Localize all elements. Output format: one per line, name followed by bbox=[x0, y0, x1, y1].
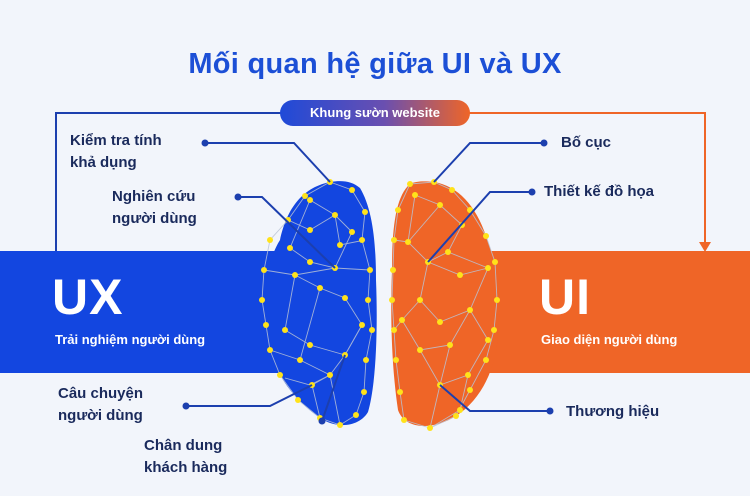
leader-persona bbox=[321, 354, 346, 422]
ux-subtitle: Trải nghiệm người dùng bbox=[55, 332, 206, 347]
label-persona-line2: khách hàng bbox=[144, 459, 228, 476]
ui-band bbox=[470, 251, 750, 373]
leader-lines-right bbox=[427, 142, 550, 412]
label-user-story: Câu chuyện người dùng bbox=[58, 383, 143, 427]
frame-lines bbox=[55, 112, 711, 252]
ux-heading: UX bbox=[52, 269, 124, 325]
label-user-story-line2: người dùng bbox=[58, 407, 143, 424]
label-user-research: Nghiên cứu người dùng bbox=[112, 186, 197, 230]
leader-brand bbox=[439, 384, 550, 412]
label-layout: Bố cục bbox=[561, 134, 612, 151]
page-title: Mối quan hệ giữa UI và UX bbox=[188, 48, 562, 80]
ux-band bbox=[0, 251, 282, 373]
ui-subtitle: Giao diện người dùng bbox=[541, 332, 678, 347]
leader-graphic bbox=[427, 191, 532, 263]
leader-test bbox=[205, 142, 331, 183]
ui-heading: UI bbox=[539, 269, 591, 325]
leader-dots-left bbox=[182, 139, 326, 425]
leader-layout bbox=[433, 142, 544, 183]
label-graphic-design: Thiết kế đồ họa bbox=[544, 183, 655, 200]
brain-left-hemisphere bbox=[265, 181, 377, 426]
frame-line-left bbox=[55, 112, 282, 251]
leader-research bbox=[238, 196, 336, 269]
frame-arrow-head bbox=[699, 242, 711, 252]
frame-line-right bbox=[468, 112, 706, 244]
website-frame-pill: Khung sườn website bbox=[280, 100, 470, 126]
label-persona: Chân dung khách hàng bbox=[144, 435, 227, 479]
label-user-research-line1: Nghiên cứu bbox=[112, 188, 196, 205]
label-brand: Thương hiệu bbox=[566, 403, 660, 420]
leader-story bbox=[186, 384, 313, 407]
label-user-research-line2: người dùng bbox=[112, 210, 197, 227]
leader-lines-left bbox=[186, 142, 346, 422]
brain-right-hemisphere bbox=[391, 181, 500, 427]
label-usability-test: Kiểm tra tính khả dụng bbox=[70, 130, 162, 174]
label-usability-test-line2: khả dụng bbox=[70, 154, 137, 171]
label-user-story-line1: Câu chuyện bbox=[58, 385, 144, 402]
leader-dots-right bbox=[528, 139, 554, 415]
label-usability-test-line1: Kiểm tra tính bbox=[70, 132, 162, 149]
label-persona-line1: Chân dung bbox=[144, 437, 223, 454]
